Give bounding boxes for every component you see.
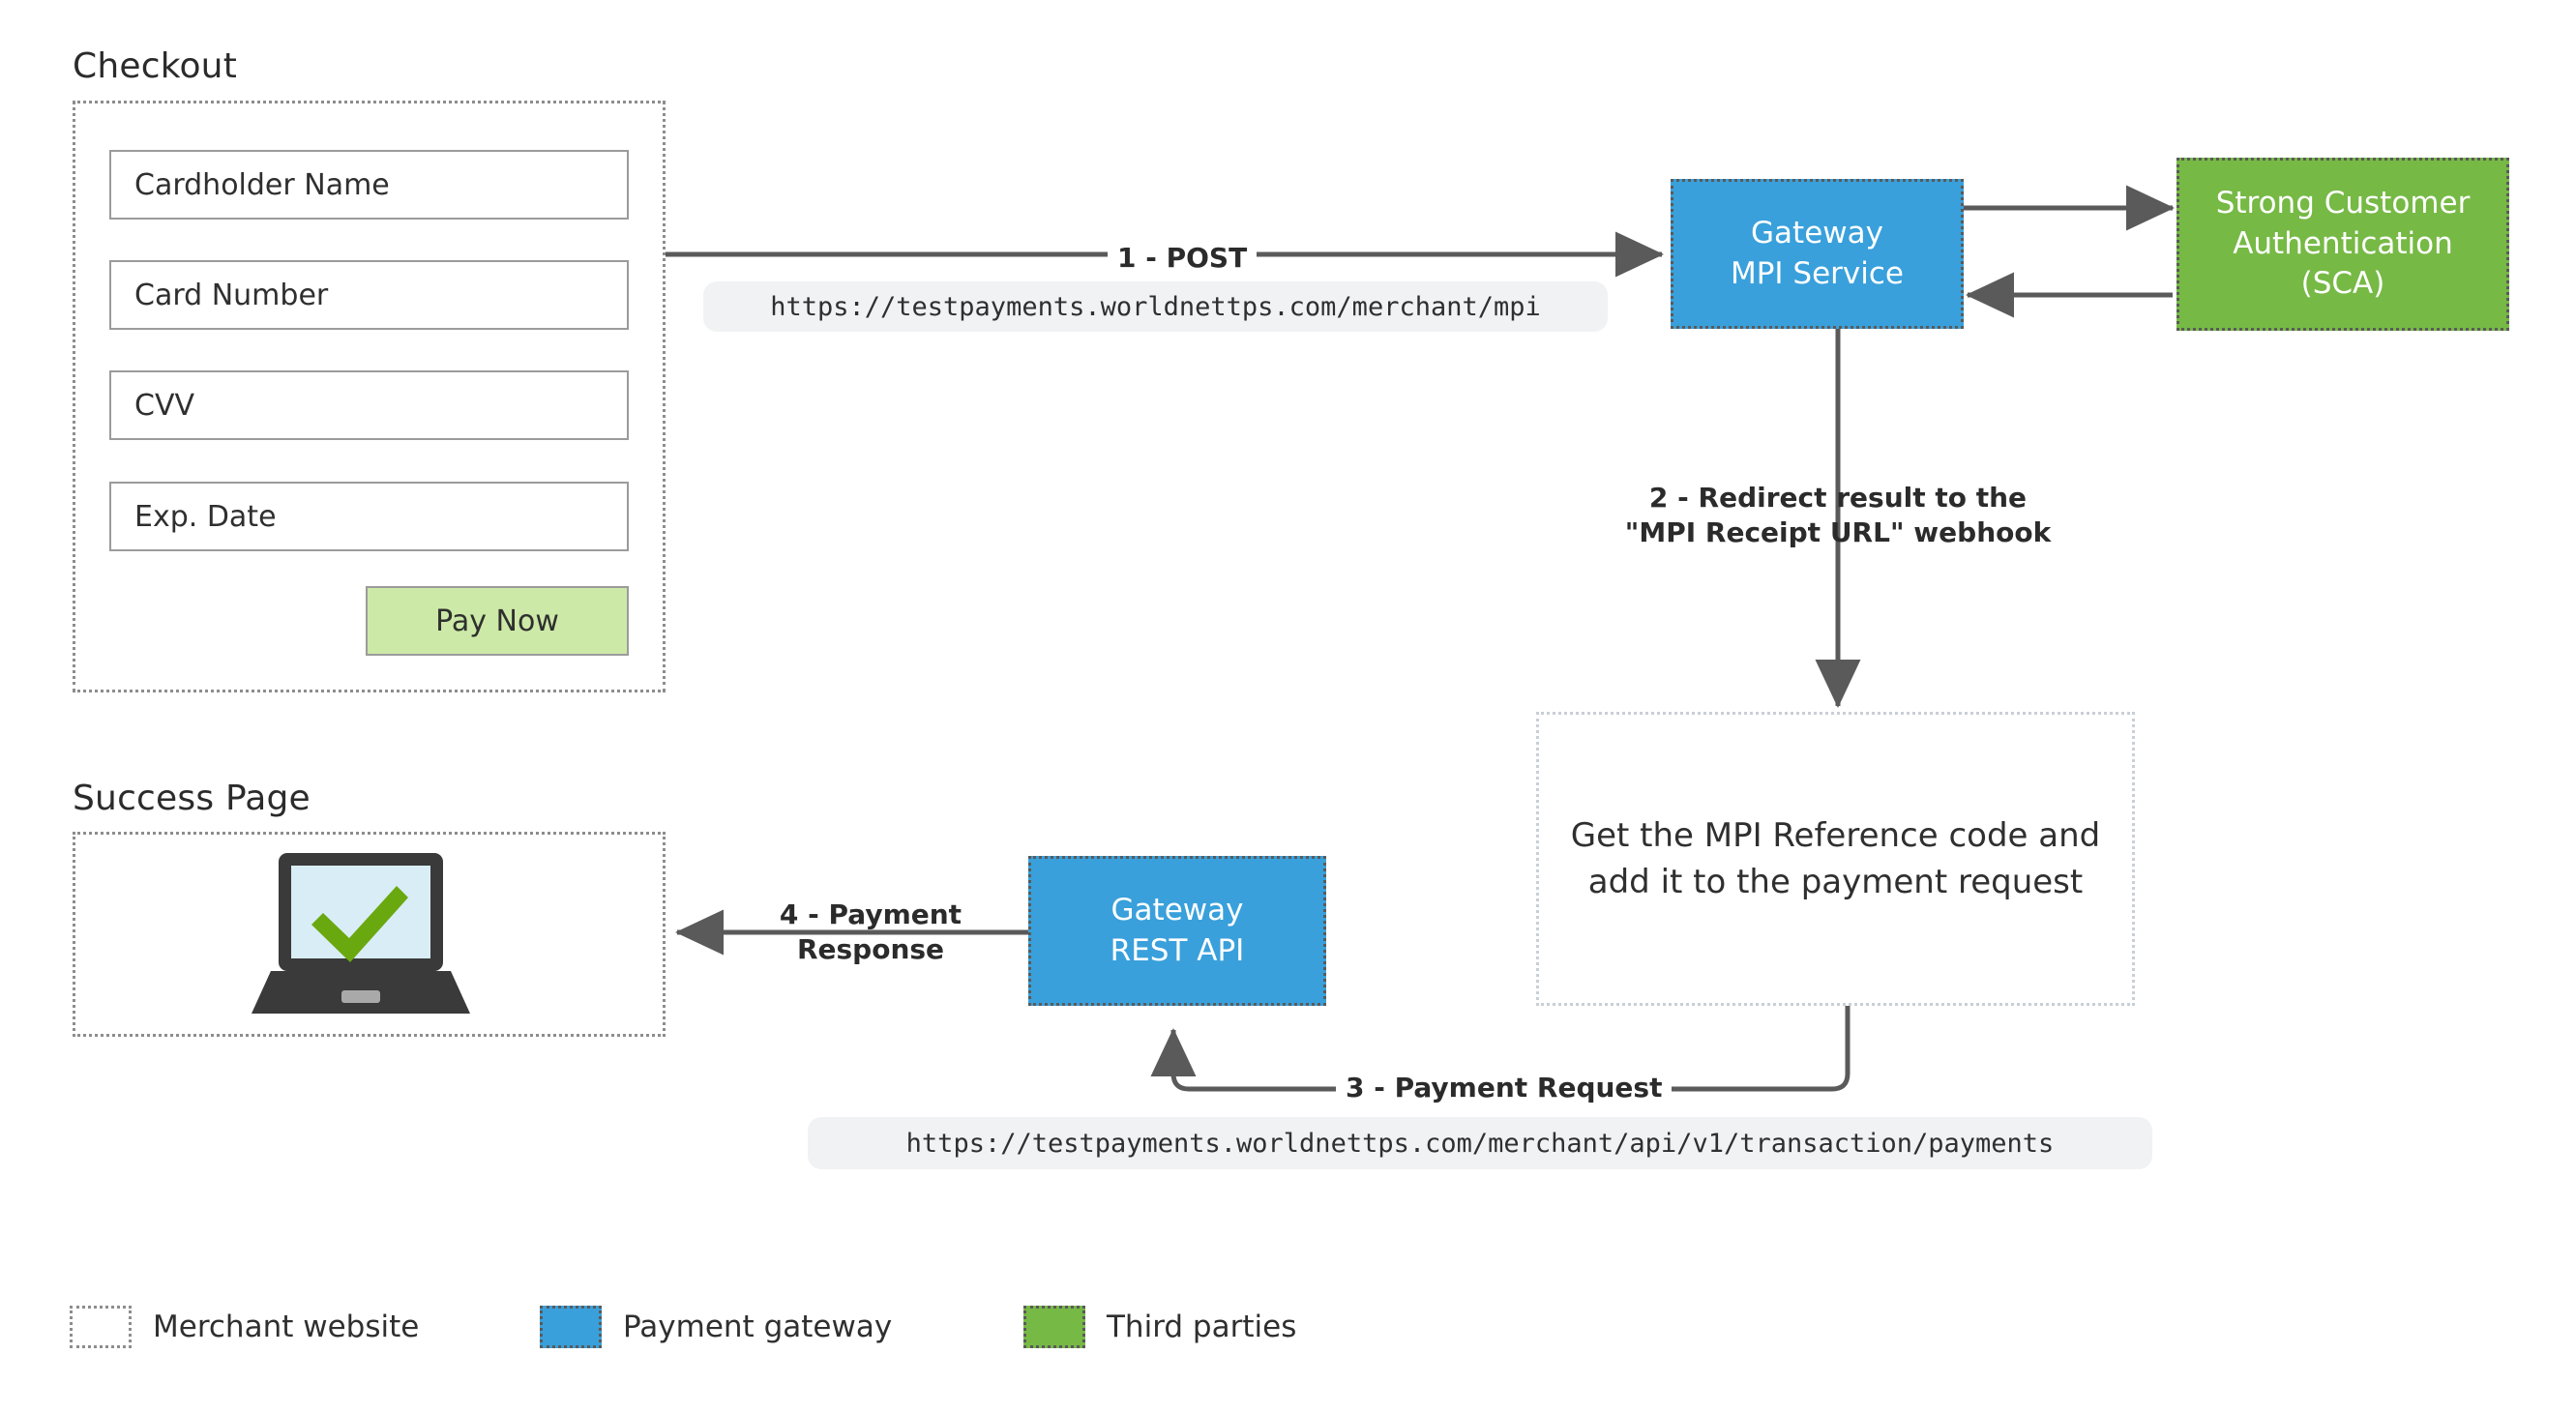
legend-label-third-parties: Third parties bbox=[1107, 1310, 1297, 1344]
legend-swatch-third-party-icon bbox=[1023, 1306, 1085, 1348]
checkout-heading: Checkout bbox=[73, 46, 238, 86]
node-sca-line2: Authentication bbox=[2233, 225, 2453, 261]
node-gateway-mpi-service[interactable]: Gateway MPI Service bbox=[1671, 179, 1964, 329]
legend-swatch-gateway-icon bbox=[540, 1306, 602, 1348]
success-page-heading: Success Page bbox=[73, 779, 311, 818]
node-gateway-rest-api[interactable]: Gateway REST API bbox=[1028, 856, 1326, 1006]
node-strong-customer-authentication[interactable]: Strong Customer Authentication (SCA) bbox=[2176, 158, 2509, 331]
step-1-url-chip: https://testpayments.worldnettps.com/mer… bbox=[703, 281, 1608, 332]
node-mpi-line1: Gateway bbox=[1751, 215, 1883, 250]
node-sca-line1: Strong Customer bbox=[2215, 185, 2471, 221]
legend-item-payment-gateway: Payment gateway bbox=[540, 1306, 892, 1348]
step-3-url-chip: https://testpayments.worldnettps.com/mer… bbox=[808, 1117, 2152, 1169]
step-1-label: 1 - POST bbox=[1108, 241, 1258, 277]
node-mpi-reference-text: Get the MPI Reference code and add it to… bbox=[1570, 815, 2101, 901]
node-rest-line2: REST API bbox=[1110, 932, 1245, 968]
cardholder-name-input[interactable]: Cardholder Name bbox=[109, 150, 629, 220]
legend-label-merchant: Merchant website bbox=[153, 1310, 420, 1344]
laptop-success-check-icon bbox=[250, 849, 472, 1021]
node-mpi-line2: MPI Service bbox=[1730, 255, 1904, 291]
pay-now-button[interactable]: Pay Now bbox=[366, 586, 629, 656]
node-rest-line1: Gateway bbox=[1110, 892, 1244, 927]
legend-swatch-merchant-icon bbox=[70, 1306, 132, 1348]
exp-date-input[interactable]: Exp. Date bbox=[109, 482, 629, 551]
legend-item-third-parties: Third parties bbox=[1023, 1306, 1296, 1348]
step-4-label: 4 - Payment Response bbox=[779, 898, 962, 966]
step-2-label: 2 - Redirect result to the "MPI Receipt … bbox=[1624, 482, 2052, 549]
node-sca-line3: (SCA) bbox=[2300, 266, 2385, 302]
step-3-label: 3 - Payment Request bbox=[1336, 1071, 1673, 1106]
legend-item-merchant-website: Merchant website bbox=[70, 1306, 419, 1348]
legend-label-gateway: Payment gateway bbox=[623, 1310, 893, 1344]
cvv-input[interactable]: CVV bbox=[109, 370, 629, 440]
node-get-mpi-reference: Get the MPI Reference code and add it to… bbox=[1536, 712, 2135, 1006]
card-number-input[interactable]: Card Number bbox=[109, 260, 629, 330]
